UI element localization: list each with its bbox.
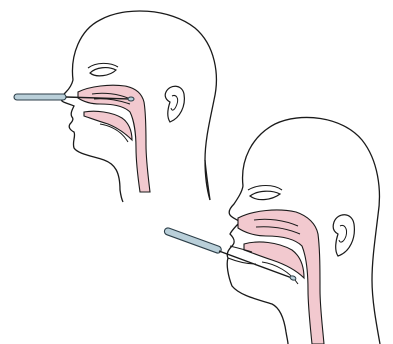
ear-2 bbox=[333, 215, 354, 256]
ear bbox=[165, 86, 184, 122]
nasal-swab-handle bbox=[14, 94, 66, 100]
nasal-cavity-tissue bbox=[78, 85, 150, 192]
oral-tissue-2 bbox=[244, 242, 304, 278]
ear-inner-2 bbox=[339, 225, 347, 242]
oral-swab-handle bbox=[163, 227, 222, 254]
oral-swab-tip bbox=[289, 275, 296, 281]
oral-swab-panel bbox=[163, 117, 380, 344]
nasal-swab-panel bbox=[14, 11, 216, 202]
nasal-cavity-tissue-2 bbox=[238, 210, 324, 344]
ear-inner bbox=[171, 95, 178, 110]
eye-2 bbox=[250, 191, 280, 199]
eyelid-line-2 bbox=[248, 186, 282, 191]
nasal-swab-tip bbox=[128, 97, 134, 101]
eye bbox=[90, 68, 116, 76]
